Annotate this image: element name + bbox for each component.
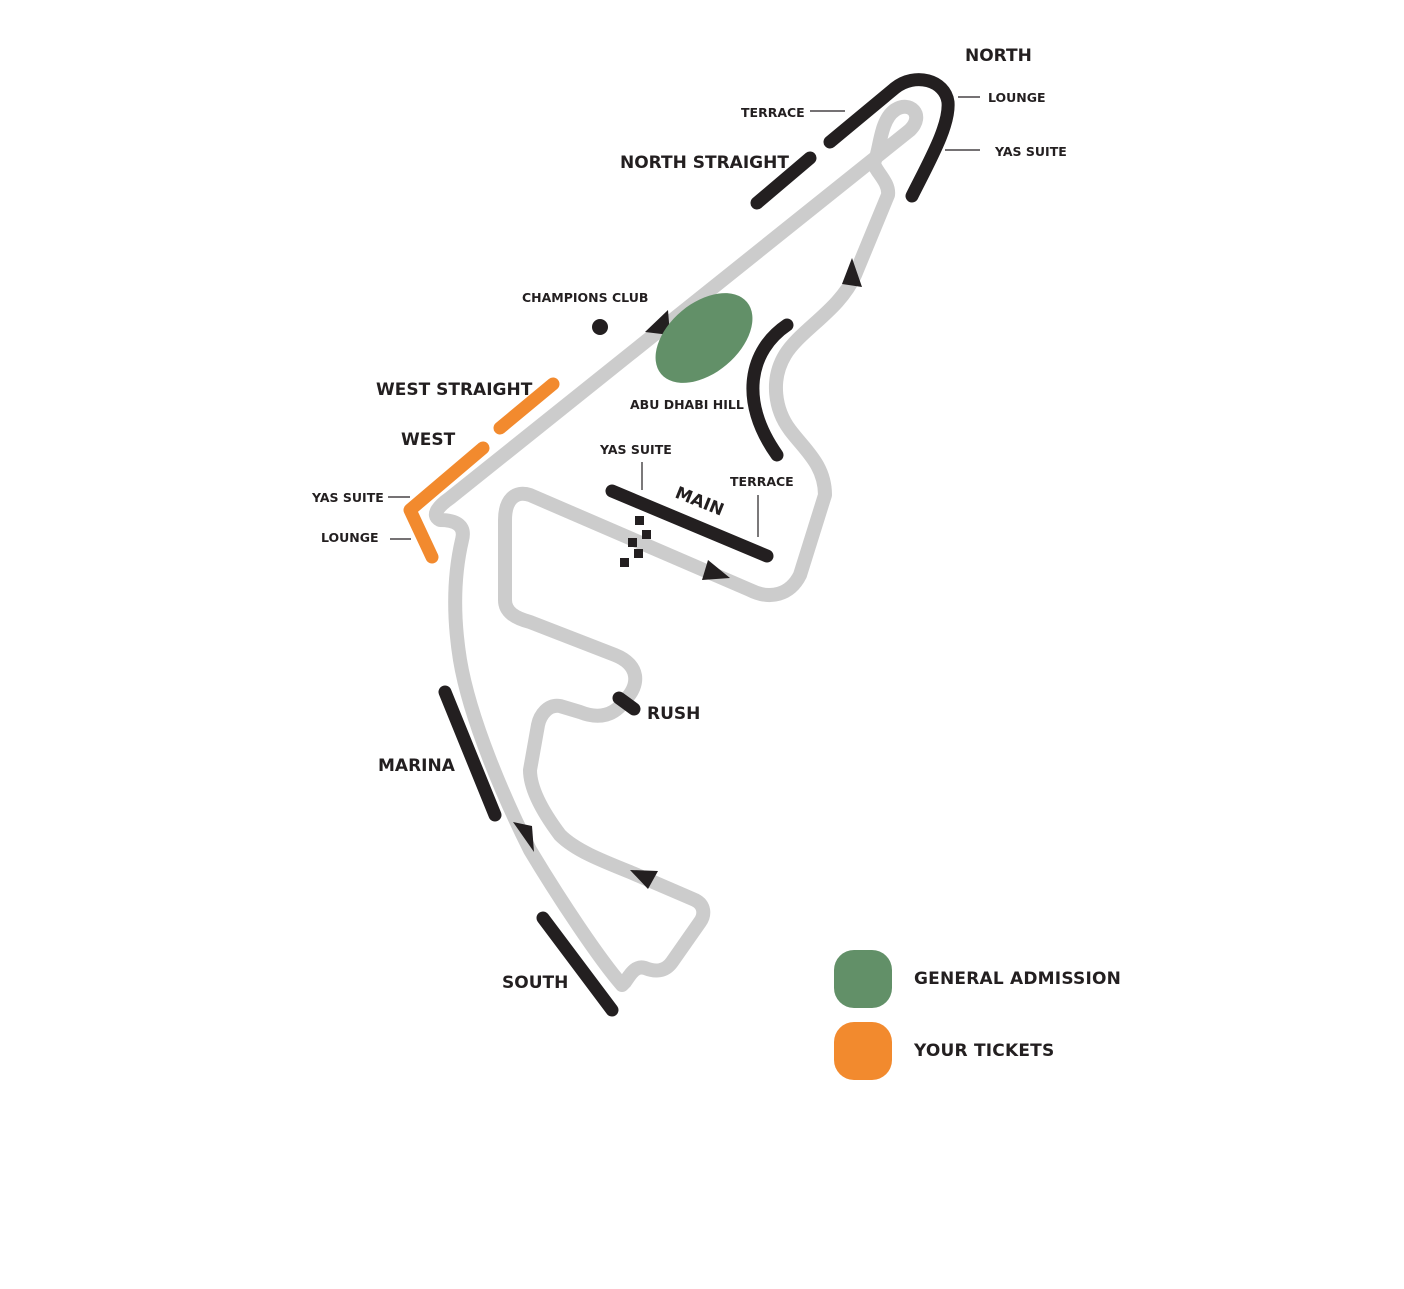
direction-arrow-icon xyxy=(513,822,534,852)
leader-lines xyxy=(388,96,980,540)
direction-arrow-icon xyxy=(630,870,658,889)
legend: GENERAL ADMISSION YOUR TICKETS xyxy=(834,950,1121,1094)
grandstand-north[interactable] xyxy=(823,73,955,203)
legend-label: YOUR TICKETS xyxy=(914,1041,1055,1061)
legend-label: GENERAL ADMISSION xyxy=(914,969,1122,989)
grandstand-south[interactable] xyxy=(536,911,619,1017)
race-track xyxy=(428,99,924,992)
label-north-straight: NORTH STRAIGHT xyxy=(620,153,789,173)
start-finish-line-icon xyxy=(620,516,651,567)
label-marina: MARINA xyxy=(378,756,456,776)
grandstand-main[interactable] xyxy=(605,484,774,563)
direction-arrow-icon xyxy=(645,310,670,335)
label-north-lounge: LOUNGE xyxy=(988,90,1046,105)
grandstand-rush[interactable] xyxy=(612,691,641,716)
legend-item-your-tickets: YOUR TICKETS xyxy=(834,1022,1121,1080)
label-abu-dhabi-hill: ABU DHABI HILL xyxy=(630,397,744,412)
label-champions-club: CHAMPIONS CLUB xyxy=(522,290,648,305)
legend-item-general-admission: GENERAL ADMISSION xyxy=(834,950,1121,1008)
general-admission-area[interactable] xyxy=(639,275,770,401)
grandstand-hill-side[interactable] xyxy=(746,318,794,462)
general-admission-swatch-icon xyxy=(834,950,892,1008)
label-rush: RUSH xyxy=(647,704,700,724)
label-north-yas-suite: YAS SUITE xyxy=(994,144,1067,159)
grandstand-north-straight[interactable] xyxy=(750,151,817,210)
label-main-yas-suite: YAS SUITE xyxy=(599,442,672,457)
grandstand-west-straight[interactable] xyxy=(493,377,560,435)
grandstand-marina[interactable] xyxy=(438,685,502,822)
label-west-lounge: LOUNGE xyxy=(321,530,379,545)
label-west-straight: WEST STRAIGHT xyxy=(376,380,533,400)
label-north: NORTH xyxy=(965,46,1032,66)
direction-arrow-icon xyxy=(702,560,730,580)
champions-club-marker[interactable] xyxy=(592,319,608,335)
direction-arrow-icon xyxy=(842,258,862,287)
label-west-yas-suite: YAS SUITE xyxy=(311,490,384,505)
label-west: WEST xyxy=(401,430,456,450)
your-tickets-swatch-icon xyxy=(834,1022,892,1080)
grandstand-west[interactable] xyxy=(403,441,490,564)
label-north-terrace: TERRACE xyxy=(741,105,805,120)
label-main-terrace: TERRACE xyxy=(730,474,794,489)
label-south: SOUTH xyxy=(502,973,568,993)
